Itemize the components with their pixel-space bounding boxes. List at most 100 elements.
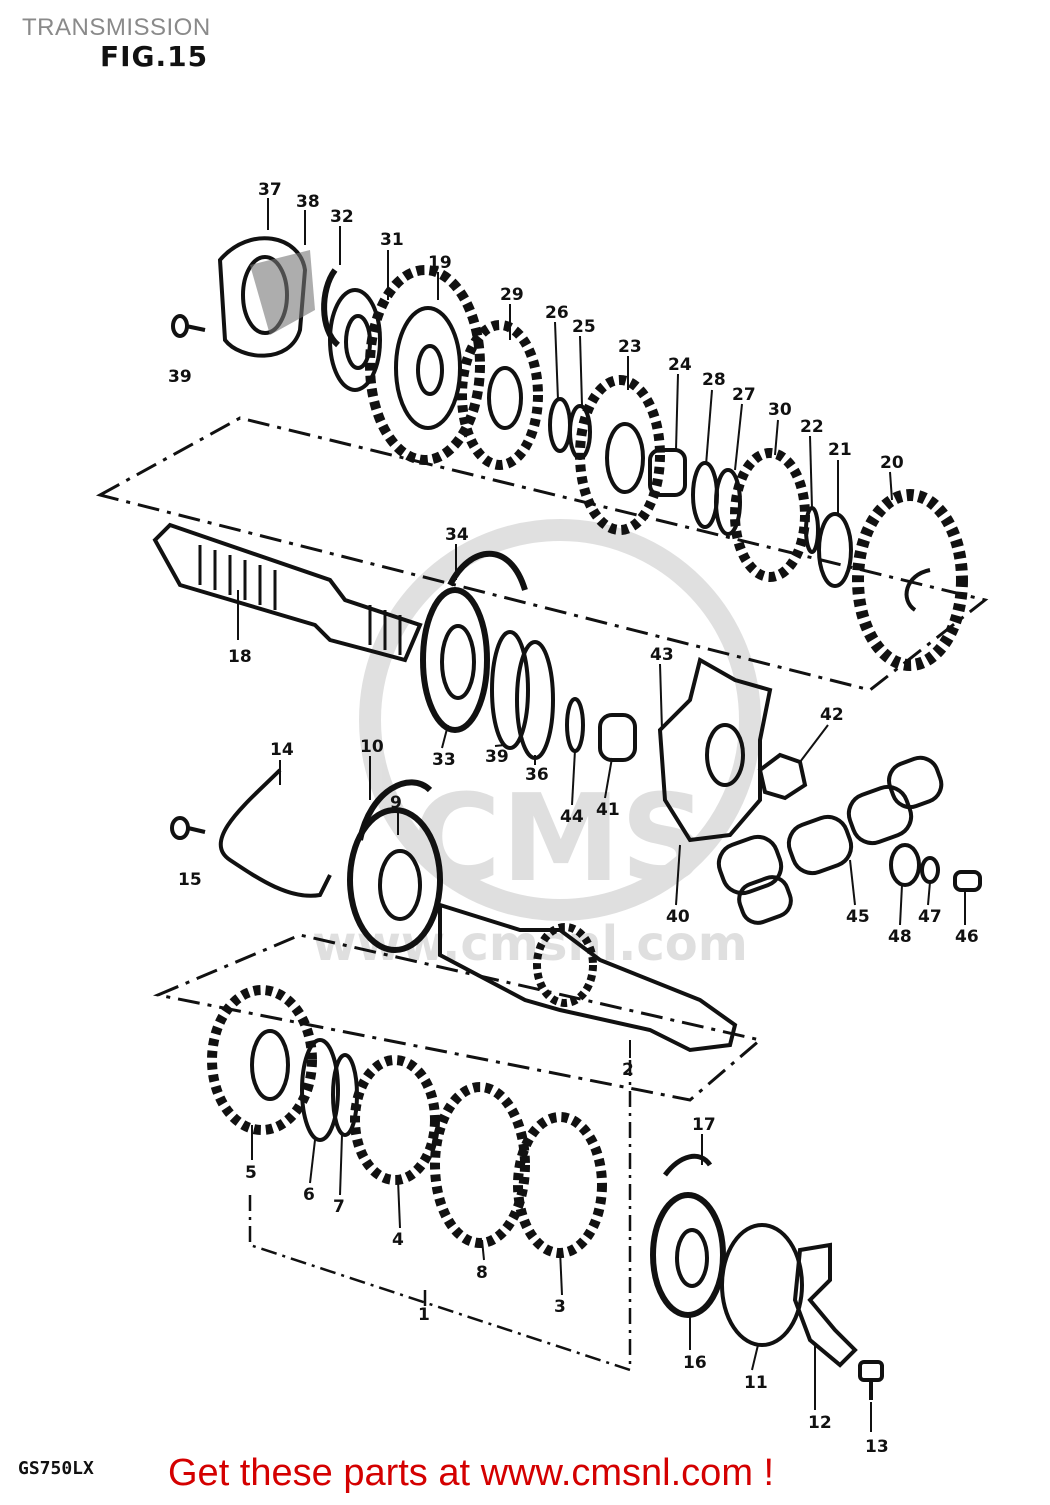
bearing-16-inner [675, 1228, 709, 1288]
gear-20-slot [904, 568, 931, 612]
callout-label: 19 [428, 253, 452, 273]
gear-19-hub [416, 344, 444, 396]
watermark-text: CMS [413, 770, 707, 909]
gear-19-teeth [365, 265, 485, 465]
washer-48 [889, 843, 921, 887]
bearing-33-inner [440, 624, 476, 700]
gear-29-teeth [457, 320, 543, 470]
driveshaft-gear [533, 923, 597, 1007]
gear-3-teeth [513, 1112, 607, 1258]
callout-label: 26 [545, 303, 569, 323]
countershaft-group-outline [95, 416, 989, 692]
callout-label: 23 [618, 337, 642, 357]
seal-36 [515, 640, 555, 760]
callout-label: 46 [955, 927, 979, 947]
page-title: TRANSMISSION [22, 14, 211, 41]
drive-chain-45 [716, 755, 944, 925]
group-brackets [248, 1060, 632, 1372]
callout-label: 15 [178, 870, 202, 890]
bearing-31-inner [344, 314, 372, 370]
bushing-24 [648, 448, 687, 497]
driveshaft-group-outline [152, 933, 764, 1102]
gear-30-teeth [730, 448, 810, 582]
callout-label: 28 [702, 370, 726, 390]
bolt-39 [171, 314, 206, 338]
callout-label: 5 [245, 1163, 257, 1183]
callout-label: 6 [303, 1185, 315, 1205]
circlip-17 [663, 1153, 713, 1177]
gear-20-teeth [852, 489, 968, 671]
callout-label: 20 [880, 453, 904, 473]
bearing-9 [347, 807, 443, 953]
bearing-16 [650, 1192, 726, 1318]
o-ring-44 [565, 697, 585, 753]
callout-label: 14 [270, 740, 294, 760]
bearing-stopper-14 [218, 768, 332, 898]
callout-label: 37 [258, 180, 282, 200]
bolt-15-head [170, 816, 190, 840]
washer-26 [548, 397, 572, 453]
gear-4-teeth [350, 1055, 440, 1185]
callout-label: 18 [228, 647, 252, 667]
callout-label: 11 [744, 1373, 768, 1393]
gear-19-web [394, 306, 462, 430]
watermark-logo: CMS www.cmsnl.com [312, 519, 761, 972]
bearing-33 [420, 587, 490, 733]
callout-label: 10 [360, 737, 384, 757]
washer-28 [691, 461, 719, 529]
watermark-url: www.cmsnl.com [312, 916, 748, 972]
figure-number: FIG.15 [100, 40, 209, 73]
callout-label: 39 [168, 367, 192, 387]
callout-label: 7 [333, 1197, 345, 1217]
callout-label: 13 [865, 1437, 889, 1457]
group-outlines [95, 416, 989, 1102]
leader-lines [237, 198, 966, 1432]
callout-label: 47 [918, 907, 942, 927]
callout-label: 17 [692, 1115, 716, 1135]
top-row-parts [171, 236, 968, 671]
gear-29-hub [487, 366, 523, 430]
bolt-15-shank [187, 826, 206, 834]
sprocket-bore [705, 723, 745, 787]
callout-label: 22 [800, 417, 824, 437]
callout-label: 2 [622, 1060, 634, 1080]
callout-label: 24 [668, 355, 692, 375]
bolt-13-head [858, 1360, 884, 1382]
oil-seal-11 [720, 1223, 804, 1347]
callout-label: 27 [732, 385, 756, 405]
washer-6 [300, 1038, 340, 1142]
gear-5-teeth [207, 985, 317, 1135]
callout-label: 44 [560, 807, 584, 827]
bearing-9-inner [378, 849, 422, 921]
callout-labels: 37 38 32 31 19 29 26 25 23 24 28 27 30 2… [168, 180, 979, 1457]
callout-label: 42 [820, 705, 844, 725]
gear-23-teeth [575, 375, 665, 535]
callout-label: 30 [768, 400, 792, 420]
retainer-12 [792, 1242, 858, 1368]
callout-label: 41 [596, 800, 620, 820]
callout-label: 3 [554, 1297, 566, 1317]
driveshaft-2 [438, 902, 738, 1053]
callout-label: 1 [418, 1305, 430, 1325]
callout-label: 36 [525, 765, 549, 785]
callout-label: 9 [390, 793, 402, 813]
callout-label: 45 [846, 907, 870, 927]
nut-42 [757, 752, 808, 801]
callout-label: 33 [432, 750, 456, 770]
callout-label: 12 [808, 1413, 832, 1433]
callout-label: 39 [485, 747, 509, 767]
callout-label: 38 [296, 192, 320, 212]
callout-label: 25 [572, 317, 596, 337]
washer-47 [920, 856, 940, 884]
circlip-32 [321, 268, 341, 348]
gasket-38 [250, 250, 315, 335]
bushing-21 [817, 512, 853, 588]
model-code: GS750LX [18, 1458, 94, 1479]
gear-5-hub [250, 1029, 290, 1101]
seal-39 [490, 630, 530, 750]
callout-label: 48 [888, 927, 912, 947]
callout-label: 40 [666, 907, 690, 927]
buy-parts-link[interactable]: Get these parts at www.cmsnl.com ! [168, 1452, 775, 1494]
